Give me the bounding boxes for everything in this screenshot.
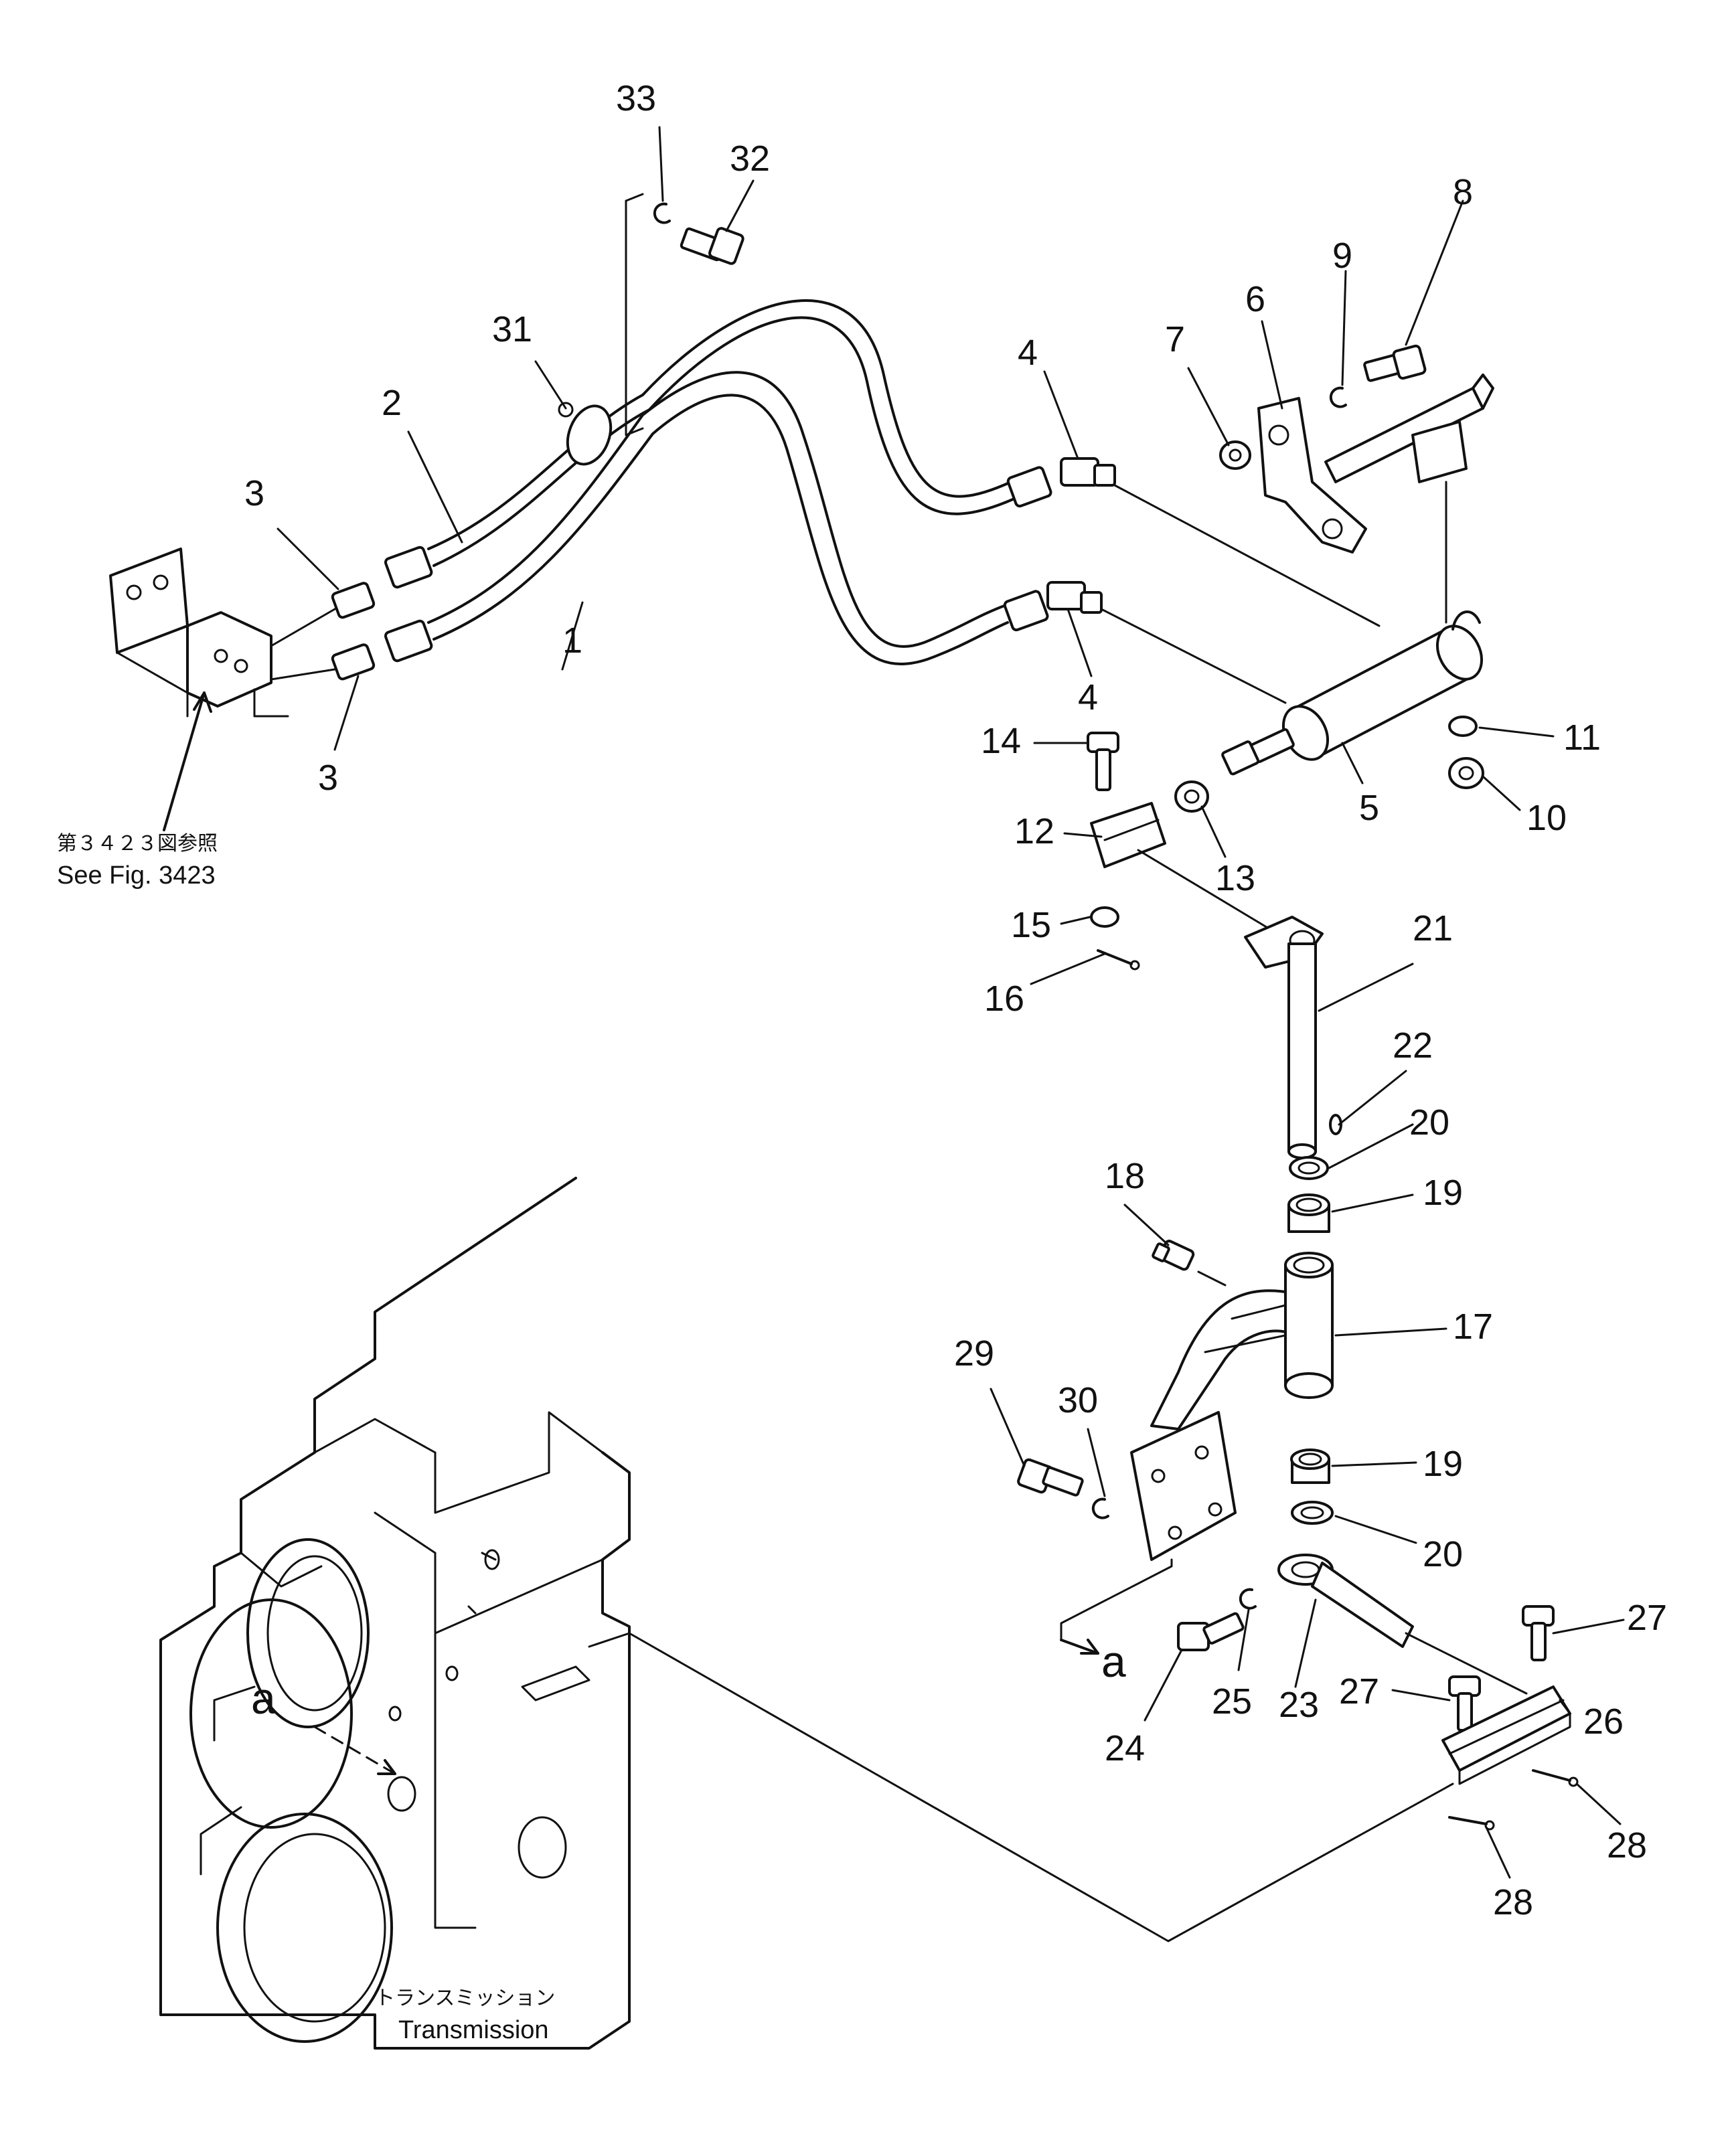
seal-20-upper <box>1289 1156 1329 1180</box>
callout-1: 1 <box>562 620 582 661</box>
clevis-12 <box>1090 802 1273 932</box>
pin-27-upper <box>1522 1605 1555 1661</box>
callout-20-upper: 20 <box>1409 1102 1449 1143</box>
ref-a-arrow-upper <box>313 1726 396 1775</box>
ref-a-arrowhead-upper <box>377 1759 396 1775</box>
callout-11: 11 <box>1563 718 1601 758</box>
bushing-19-upper <box>1287 1193 1330 1233</box>
callout-20-lower: 20 <box>1423 1534 1463 1574</box>
bolt-29 <box>1017 1458 1084 1497</box>
callout-32: 32 <box>730 139 770 179</box>
pin-22 <box>1329 1114 1342 1135</box>
callout-14: 14 <box>981 721 1021 761</box>
washer-33 <box>653 202 671 224</box>
linkage-line <box>628 1632 1454 1942</box>
callout-6: 6 <box>1245 279 1265 319</box>
cotter-28-left <box>1448 1816 1495 1831</box>
clamp-31 <box>558 193 644 466</box>
callout-17: 17 <box>1453 1307 1493 1347</box>
washer-30 <box>1091 1497 1109 1519</box>
callout-18: 18 <box>1105 1156 1145 1196</box>
callout-8: 8 <box>1453 172 1473 212</box>
callout-26: 26 <box>1583 1702 1624 1742</box>
callout-2: 2 <box>382 383 402 423</box>
callout-27-upper: 27 <box>1627 1598 1667 1638</box>
ref-a-arrowhead-lower <box>1080 1639 1099 1655</box>
ref-a-label-upper: a <box>251 1673 276 1723</box>
arm-17 <box>1060 1252 1334 1641</box>
callout-numbers: 1 2 3 3 4 4 5 6 7 8 9 10 11 12 13 14 15 … <box>244 78 1667 1922</box>
leader-upper-elbow <box>1113 484 1381 627</box>
callout-3-lower: 3 <box>318 758 338 798</box>
ref-a-arrow-lower <box>1060 1639 1099 1655</box>
seal-20-lower <box>1291 1501 1334 1525</box>
nut-10 <box>1448 757 1484 789</box>
callout-7: 7 <box>1165 319 1185 359</box>
nut-13 <box>1174 780 1209 813</box>
see-fig-label-en: See Fig. 3423 <box>57 861 216 890</box>
leader-lines <box>277 126 1625 1879</box>
elbow-4-lower <box>1046 581 1103 614</box>
see-fig-label-jp: 第３４２３図参照 <box>57 832 218 855</box>
transmission-label-en: Transmission <box>398 2016 549 2044</box>
ref-a-label-lower: a <box>1101 1637 1126 1686</box>
transmission-housing <box>159 1177 631 2050</box>
callout-9: 9 <box>1332 236 1352 276</box>
fitting-3-lower <box>270 643 376 681</box>
elbow-4-upper <box>1060 457 1116 487</box>
cotter-16 <box>1097 949 1140 971</box>
bushing-19-lower <box>1290 1448 1330 1484</box>
callout-31: 31 <box>492 309 532 349</box>
callout-19-upper: 19 <box>1423 1173 1463 1213</box>
pin-27-lower <box>1448 1675 1481 1732</box>
callout-21: 21 <box>1413 908 1453 948</box>
washer-15 <box>1090 906 1119 928</box>
lever-23 <box>1277 1554 1528 1695</box>
bolt-24 <box>1177 1612 1245 1651</box>
callout-23: 23 <box>1279 1685 1319 1725</box>
callout-30: 30 <box>1058 1380 1098 1420</box>
callout-12: 12 <box>1014 811 1054 851</box>
callout-29: 29 <box>954 1333 994 1374</box>
callout-3-upper: 3 <box>244 473 264 513</box>
fitting-3-upper <box>270 582 376 647</box>
callout-22: 22 <box>1393 1025 1433 1066</box>
washer-11 <box>1448 716 1478 737</box>
callout-24: 24 <box>1105 1728 1145 1768</box>
callout-28-right: 28 <box>1607 1825 1647 1865</box>
callout-16: 16 <box>984 979 1024 1019</box>
callout-5: 5 <box>1359 788 1379 828</box>
callout-33: 33 <box>616 78 656 118</box>
callout-13: 13 <box>1215 858 1255 898</box>
text-labels: 第３４２３図参照 See Fig. 3423 トランスミッション Transmi… <box>57 832 1126 2044</box>
left-bracket <box>109 548 289 831</box>
callout-27-lower: 27 <box>1339 1671 1379 1712</box>
cotter-28-right <box>1532 1769 1579 1787</box>
bolt-8 <box>1363 344 1427 382</box>
callout-4-upper: 4 <box>1018 333 1038 373</box>
callout-15: 15 <box>1011 905 1051 945</box>
callout-4-lower: 4 <box>1078 677 1098 718</box>
callout-10: 10 <box>1526 798 1567 838</box>
hose-2 <box>384 299 1052 589</box>
hose-1 <box>384 371 1049 665</box>
transmission-label-jp: トランスミッション <box>375 1987 555 2010</box>
lockwasher-9 <box>1329 386 1347 408</box>
bolt-32 <box>680 227 744 265</box>
pin-14 <box>1087 732 1119 791</box>
washer-25 <box>1239 1588 1257 1610</box>
grease-fitting-18 <box>1152 1240 1227 1287</box>
cylinder-5 <box>1221 610 1484 776</box>
callout-25: 25 <box>1212 1681 1252 1722</box>
lever-shaft-21 <box>1244 916 1324 1159</box>
callout-28-left: 28 <box>1493 1882 1533 1922</box>
callout-19-lower: 19 <box>1423 1444 1463 1484</box>
leader-lower-elbow <box>1100 608 1287 704</box>
washer-7 <box>1219 440 1251 470</box>
bracket-6 <box>1257 374 1494 624</box>
